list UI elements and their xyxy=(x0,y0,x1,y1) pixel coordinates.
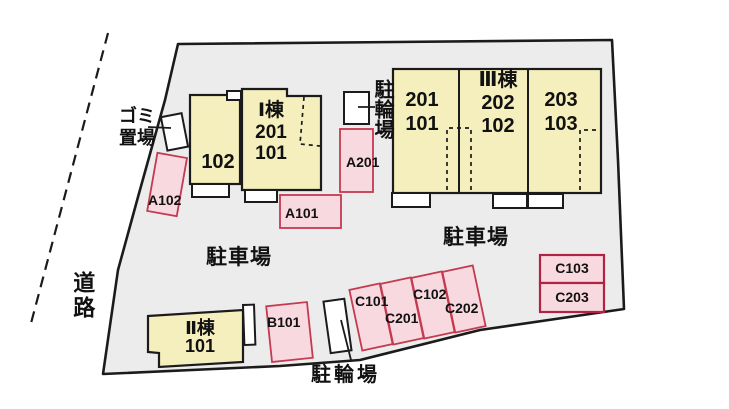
building-2-porch xyxy=(241,303,257,347)
parking-space-label-c101: C101 xyxy=(355,293,389,309)
building-3-left-label: 201 101 xyxy=(399,88,445,136)
bicycle-parking-top-box xyxy=(343,91,370,125)
parking-space-a201 xyxy=(339,128,374,193)
parking-space-a101 xyxy=(279,194,342,229)
building-3-name: Ⅲ棟 xyxy=(478,69,518,91)
parking-space-label-a201: A201 xyxy=(346,154,380,170)
building-3-right-unit-103: 103 xyxy=(544,113,578,135)
building-1-shape xyxy=(240,87,323,192)
building-3-right-unit-203: 203 xyxy=(544,89,578,111)
building-3-center-unit-102: 102 xyxy=(481,115,515,137)
building-3-center-unit-202: 202 xyxy=(481,92,515,114)
building-3-right-label: 203 103 xyxy=(538,88,584,136)
building-102-porch xyxy=(191,183,230,198)
garbage-station-label-line2: 置場 xyxy=(119,127,155,148)
bicycle-parking-bottom-label: 駐輪場 xyxy=(311,364,380,386)
road-edge-line xyxy=(28,32,110,328)
bicycle-parking-top-label: 駐輪場 xyxy=(371,79,393,139)
garbage-station-box xyxy=(159,112,190,152)
parking-space-label-c102: C102 xyxy=(413,286,447,302)
building-1-name: Ⅰ棟 xyxy=(257,100,285,121)
parking-space-label-c202: C202 xyxy=(445,300,479,316)
building-1-unit-201: 201 xyxy=(255,121,287,143)
building-2-name: Ⅱ棟 xyxy=(185,318,215,338)
building-3-left-unit-101: 101 xyxy=(405,113,439,135)
building-102-shape xyxy=(188,93,242,186)
parking-space-a102 xyxy=(146,151,189,218)
building-2-unit-101: 101 xyxy=(184,336,216,356)
parking-space-label-a101: A101 xyxy=(285,205,319,221)
parking-lot-left-label: 駐車場 xyxy=(206,246,272,269)
garbage-leader-line xyxy=(147,126,172,129)
building-1-label: Ⅰ棟 201 101 xyxy=(240,100,302,165)
building-3-porch-right xyxy=(527,193,564,209)
parking-space-label-c103: C103 xyxy=(555,260,589,276)
building-3-porch-middle xyxy=(492,193,528,209)
building-3-porch-left xyxy=(391,192,431,208)
parking-space-c202 xyxy=(441,264,487,334)
building-3-dashed-line-right xyxy=(579,129,601,190)
parking-space-label-c203: C203 xyxy=(555,289,589,305)
garbage-station-label: ゴミ 置場 xyxy=(116,106,158,149)
building-3-shape xyxy=(391,67,603,195)
parking-space-label-b101: B101 xyxy=(267,314,301,330)
building-1-unit-101: 101 xyxy=(255,143,287,164)
building-102-top-porch xyxy=(226,90,242,101)
building-102-label: 102 xyxy=(201,151,235,173)
garbage-station-label-line1: ゴミ xyxy=(119,106,155,126)
parking-space-label-c201: C201 xyxy=(385,310,419,326)
building-3-left-unit-201: 201 xyxy=(405,89,439,111)
building-3-dashed-line-left xyxy=(446,127,472,190)
parking-lot-right-label: 駐車場 xyxy=(443,226,509,249)
building-3-center-label: Ⅲ棟 202 102 xyxy=(471,69,525,138)
bicycle-parking-bottom-box xyxy=(322,297,353,355)
bicycle-bottom-leader-line xyxy=(340,319,352,361)
parking-space-b101 xyxy=(265,301,314,364)
road-label: 道路 xyxy=(70,271,96,321)
building-1-porch xyxy=(244,189,278,203)
parking-space-label-a102: A102 xyxy=(148,192,182,208)
building-2-label: Ⅱ棟 101 xyxy=(169,319,231,355)
parking-space-c203 xyxy=(538,281,606,314)
